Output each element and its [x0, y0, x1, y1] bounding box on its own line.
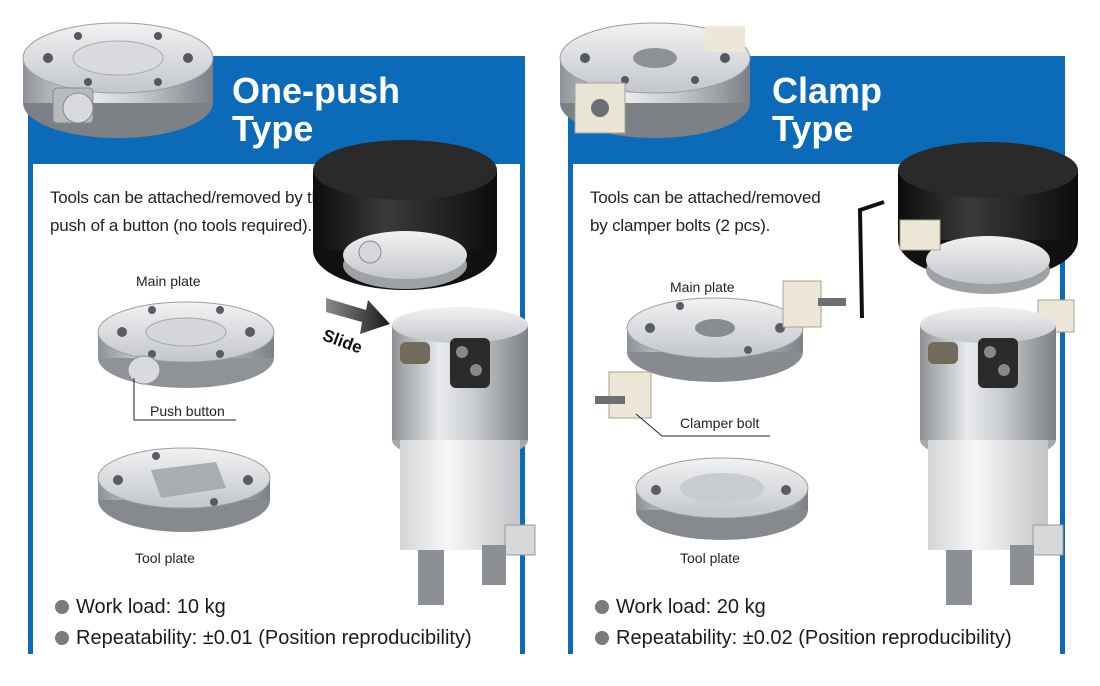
clamp-title: Clamp Type	[772, 70, 883, 149]
one-push-spec-repeatability: Repeatability: ±0.01 (Position reproduci…	[55, 627, 472, 650]
clamper-bolt-label: Clamper bolt	[680, 415, 760, 431]
slide-arrow-icon	[326, 298, 390, 334]
clamp-description: Tools can be attached/removed by clamper…	[590, 188, 821, 235]
bullet-icon	[55, 631, 69, 645]
tool-plate-image	[97, 447, 271, 532]
bullet-icon	[595, 631, 609, 645]
one-push-title: One-push Type	[232, 70, 400, 149]
tool-plate-label: Tool plate	[135, 550, 195, 566]
clamp-gripper-image	[857, 142, 1078, 605]
one-push-spec-workload: Work load: 10 kg	[55, 596, 226, 619]
main-plate-label: Main plate	[670, 279, 735, 295]
clamper-block-icon	[782, 280, 846, 328]
clamp-spec-repeatability: Repeatability: ±0.02 (Position reproduci…	[595, 627, 1012, 650]
bullet-icon	[595, 600, 609, 614]
push-button-label: Push button	[150, 403, 225, 419]
push-button-leader	[133, 378, 236, 421]
one-push-description: Tools can be attached/removed by the pus…	[50, 188, 331, 235]
one-push-coupler-image	[22, 22, 214, 138]
one-push-gripper-image	[313, 140, 536, 605]
main-plate-label: Main plate	[136, 273, 201, 289]
clamp-tool-plate-image	[635, 457, 809, 540]
clamper-bolt-leader	[635, 413, 770, 437]
clamp-spec-workload: Work load: 20 kg	[595, 596, 766, 619]
bullet-icon	[55, 600, 69, 614]
tool-plate-label: Tool plate	[680, 550, 740, 566]
clamp-main-plate-image	[626, 297, 804, 382]
main-plate-image	[97, 301, 275, 388]
clamp-coupler-image	[559, 22, 751, 138]
clamper-bolt-icon	[595, 371, 652, 419]
